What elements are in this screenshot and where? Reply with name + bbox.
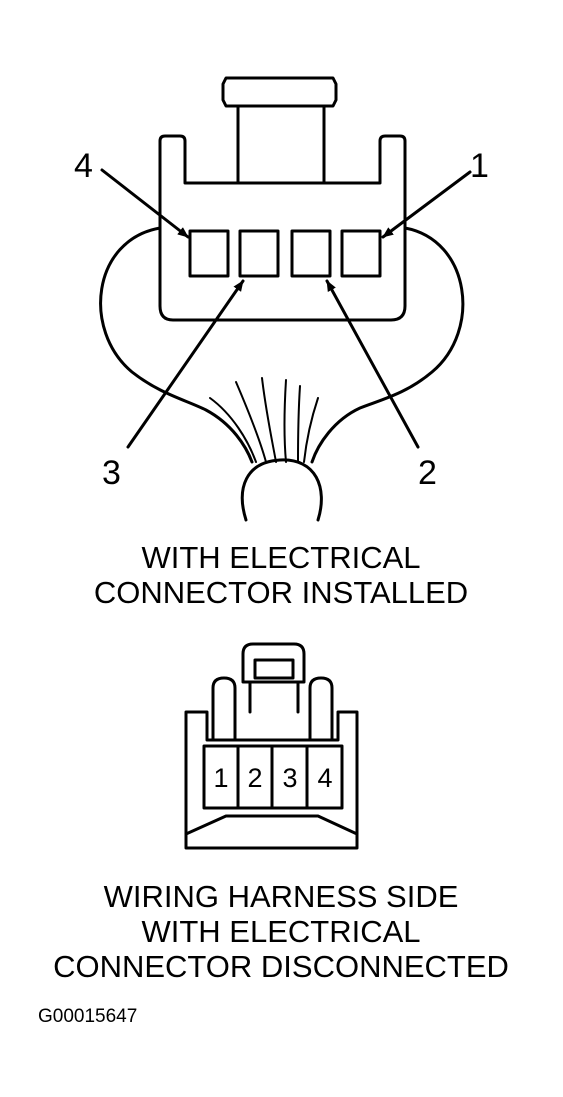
locking-tab xyxy=(221,76,338,108)
installed-connector: 4 1 3 2 xyxy=(74,76,489,522)
pin-2-arrow xyxy=(325,279,420,449)
harness-caption-line-1: WIRING HARNESS SIDE xyxy=(104,879,459,914)
right-wire-loop xyxy=(310,226,465,464)
terminal-cavity-1 xyxy=(340,229,382,278)
connector-body xyxy=(158,134,407,322)
pin-label-1: 1 xyxy=(470,147,489,185)
pin-3-arrow xyxy=(126,279,245,449)
harness-locking-tab xyxy=(241,642,306,684)
slot-label-4: 4 xyxy=(317,763,332,793)
connector-ramp xyxy=(184,814,359,836)
harness-caption-line-3: CONNECTOR DISCONNECTED xyxy=(53,949,509,984)
wire-harness-bundle xyxy=(240,458,323,522)
terminal-cavity-3 xyxy=(238,229,280,278)
pin-label-2: 2 xyxy=(418,454,437,492)
pin-label-3: 3 xyxy=(102,454,121,492)
slot-label-1: 1 xyxy=(213,763,228,793)
harness-caption-line-2: WITH ELECTRICAL xyxy=(141,914,420,949)
harness-connector-body xyxy=(184,710,359,850)
terminal-cavity-2 xyxy=(290,229,332,278)
figure-code: G00015647 xyxy=(38,1006,137,1027)
left-wire-loop xyxy=(99,226,254,464)
pin-4-arrow xyxy=(100,168,190,239)
slot-label-2: 2 xyxy=(247,763,262,793)
harness-connector: 1 2 3 4 xyxy=(184,642,359,850)
installed-caption-line-2: CONNECTOR INSTALLED xyxy=(94,575,468,610)
right-latch-post xyxy=(308,676,334,742)
installed-caption-line-1: WITH ELECTRICAL xyxy=(141,540,420,575)
pin-1-arrow xyxy=(381,170,472,239)
pin-label-4: 4 xyxy=(74,147,93,185)
left-latch-post xyxy=(211,676,237,742)
terminal-cavity-4 xyxy=(188,229,230,278)
wire-strands xyxy=(209,377,319,463)
slot-label-3: 3 xyxy=(282,763,297,793)
